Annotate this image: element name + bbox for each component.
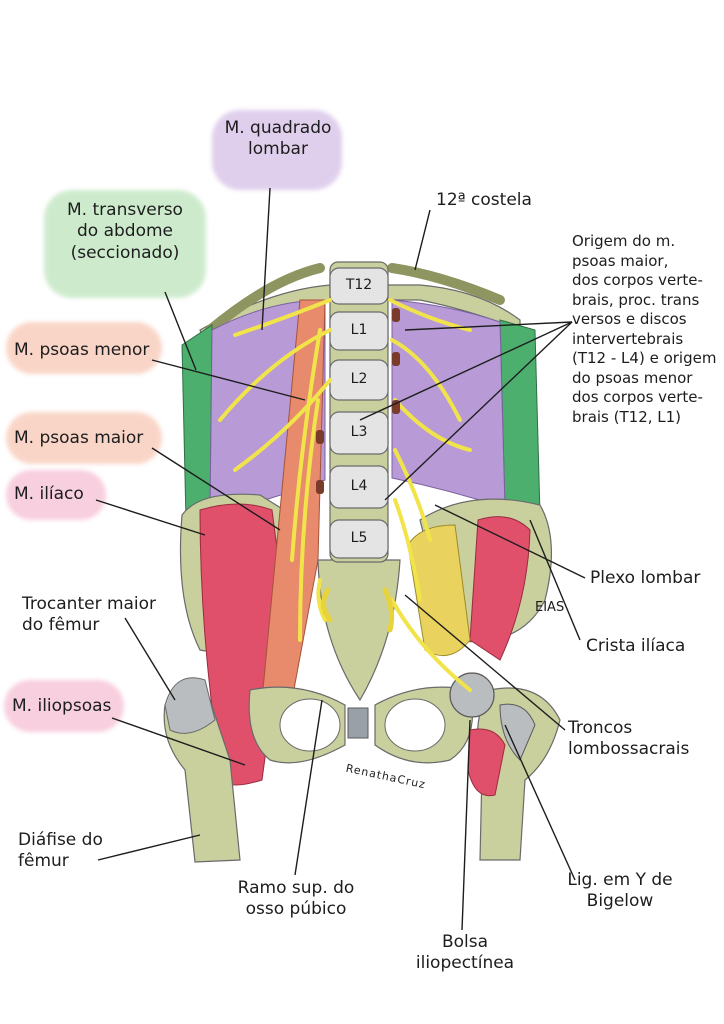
highlight-iliopsoas	[4, 680, 124, 732]
vertebra-label-l4: L4	[350, 478, 368, 494]
vertebra-label-l2: L2	[350, 371, 368, 387]
vertebra-label-l3: L3	[350, 424, 368, 440]
highlight-iliaco	[6, 470, 106, 520]
label-lig-bigelow: Lig. em Y de Bigelow	[567, 870, 673, 912]
rib-12-left	[205, 263, 325, 335]
label-psoas-menor: M. psoas menor	[14, 340, 150, 360]
label-transverso: M. transverso do abdome (seccionado)	[67, 200, 183, 263]
iliopsoas-tendon-right	[467, 728, 506, 797]
label-diafise: Diáfise do fêmur	[18, 830, 103, 872]
rib-12-right	[387, 263, 505, 305]
transversus-left	[181, 324, 213, 521]
bursa-iliopectinea	[407, 524, 471, 657]
vertebra-label-l5: L5	[350, 530, 368, 546]
highlight-transverso	[44, 190, 206, 298]
label-origem-psoas: Origem do m. psoas maior, dos corpos ver…	[572, 232, 717, 426]
obturator-foramen-right	[384, 698, 446, 752]
highlight-psoas-menor	[6, 322, 162, 374]
label-troncos: Troncos lombossacrais	[568, 718, 690, 760]
vertebra-label-l1: L1	[350, 322, 368, 338]
label-iliaco: M. ilíaco	[14, 484, 84, 504]
label-psoas-maior: M. psoas maior	[14, 428, 144, 448]
femur-right	[476, 687, 561, 861]
vertebra-bodies	[329, 267, 389, 559]
psoas-origins	[316, 308, 400, 494]
label-trocanter: Trocanter maior do fêmur	[22, 594, 157, 636]
label-crista-iliaca: Crista ilíaca	[586, 636, 686, 656]
label-plexo-lombar: Plexo lombar	[590, 568, 701, 588]
label-eias: EIAS	[535, 600, 565, 615]
leader-lines	[95, 187, 586, 931]
lumbar-plexus	[218, 298, 472, 692]
y-ligament	[499, 703, 536, 761]
label-bolsa: Bolsa iliopectínea	[415, 932, 515, 974]
trochanter-left	[164, 677, 216, 734]
sacral-roots	[321, 587, 395, 633]
obturator-foramen-left	[279, 698, 341, 752]
label-ramo-pubico: Ramo sup. do osso púbico	[237, 878, 355, 920]
vertebra-label-t12: T12	[345, 277, 373, 293]
label-iliopsoas: M. iliopsoas	[12, 696, 112, 716]
label-quadrado-lombar: M. quadrado lombar	[224, 118, 332, 160]
highlight-psoas-maior	[6, 412, 162, 464]
label-12-costela: 12ª costela	[436, 190, 532, 210]
highlight-quadrado	[212, 110, 342, 190]
iliacus-right	[469, 516, 531, 661]
transversus-right	[499, 319, 541, 516]
pubic-symphysis	[347, 707, 369, 739]
